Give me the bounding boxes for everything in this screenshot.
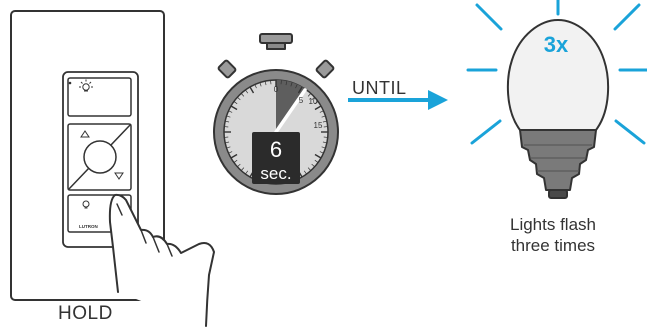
dial-tick — [249, 86, 255, 94]
dial-tick — [319, 110, 324, 113]
caption: Lights flash three times — [488, 214, 618, 256]
dial-tick — [319, 151, 324, 154]
dial-tick — [322, 120, 327, 123]
on-button — [67, 77, 132, 117]
dial-tick — [321, 115, 326, 118]
dial-tick — [237, 96, 241, 101]
until-label: UNTIL — [352, 78, 407, 98]
dial-tick — [245, 89, 249, 94]
dial-tick — [245, 170, 249, 175]
arrow-right-icon — [348, 90, 448, 110]
dial-tick — [233, 159, 238, 163]
dial-tick — [311, 163, 315, 168]
hold-label: HOLD — [58, 303, 113, 324]
dial-tick — [295, 84, 298, 89]
dial-number-0: 0 — [274, 85, 279, 94]
dial-tick — [285, 81, 288, 86]
bulb-base — [519, 129, 597, 191]
pointing-hand-icon — [108, 193, 215, 327]
dial-tick — [240, 93, 245, 97]
dial-tick — [226, 115, 231, 118]
dial-tick — [314, 101, 319, 105]
dial-tick — [225, 141, 230, 144]
dial-tick — [254, 84, 257, 89]
dial-numbers: 0 5 10 15 — [274, 85, 323, 130]
dial-tick — [259, 82, 262, 87]
dial-tick — [303, 170, 307, 175]
dial-number-5: 5 — [299, 96, 304, 105]
light-rays — [466, 0, 647, 145]
dial-tick — [233, 101, 238, 105]
seconds-value: 6 — [270, 137, 282, 162]
seconds-display — [252, 132, 300, 184]
favorite-button — [83, 140, 117, 174]
dial-tick — [226, 146, 231, 149]
dial-tick — [264, 81, 267, 86]
dial-tick — [240, 167, 245, 171]
bulb-glass — [506, 19, 610, 131]
lower-arrow — [114, 172, 124, 180]
dial-tick — [314, 153, 322, 159]
dial-tick — [321, 146, 326, 149]
bulb-badge: 3x — [544, 32, 569, 57]
dial-tick — [230, 105, 238, 111]
dial-tick — [322, 141, 327, 144]
dial-tick — [297, 86, 303, 94]
caption-line-2: three times — [510, 236, 596, 255]
timer-hand — [274, 88, 307, 134]
dial-tick — [311, 96, 315, 101]
dial-tick — [307, 167, 312, 171]
dial-tick — [307, 93, 312, 97]
dial-tick — [314, 105, 322, 111]
dial-number-10: 10 — [309, 97, 318, 106]
dial-tick — [314, 159, 319, 163]
dial-tick — [290, 82, 293, 87]
dial-number-15: 15 — [314, 121, 323, 130]
dial-tick — [230, 153, 238, 159]
seconds-unit: sec. — [260, 164, 291, 183]
caption-line-1: Lights flash — [510, 215, 596, 234]
dial-tick — [228, 110, 233, 113]
dial-tick — [237, 163, 241, 168]
switch-brand: LUTRON — [79, 224, 98, 229]
dial-tick — [225, 120, 230, 123]
raise-arrow — [80, 130, 90, 138]
dial-tick — [228, 151, 233, 154]
